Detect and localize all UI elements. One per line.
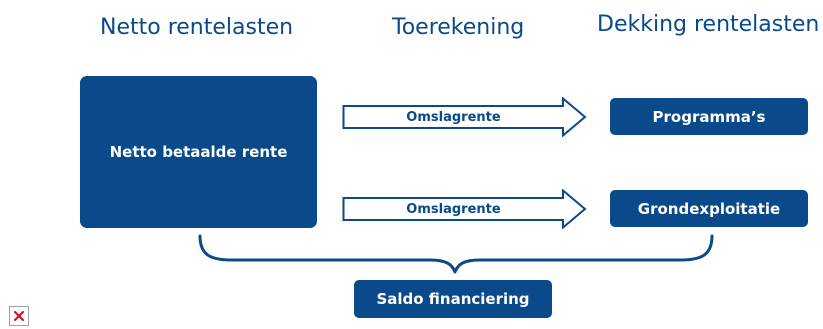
target-box-grondexploitatie: Grondexploitatie (610, 190, 808, 227)
arrow-omslagrente-grondexploitatie: Omslagrente (342, 189, 587, 229)
broken-image-cross (13, 310, 25, 322)
heading-dekking-rentelasten: Dekking rentelasten (597, 12, 820, 37)
broken-image-icon (9, 306, 29, 326)
result-box-label: Saldo financiering (376, 290, 530, 308)
heading-netto-rentelasten: Netto rentelasten (100, 15, 294, 40)
result-box-saldo-financiering: Saldo financiering (354, 280, 552, 318)
heading-toerekening: Toerekening (392, 15, 525, 40)
arrow-shape (342, 189, 587, 229)
target-box-label: Programma’s (652, 107, 766, 126)
target-box-label: Grondexploitatie (637, 199, 781, 218)
arrow-omslagrente-programmas: Omslagrente (342, 97, 587, 137)
target-box-programmas: Programma’s (610, 98, 808, 135)
arrow-shape (342, 97, 587, 137)
source-box-netto-betaalde-rente: Netto betaalde rente (80, 76, 317, 228)
curly-brace (198, 234, 714, 274)
arrow-label: Omslagrente (406, 109, 501, 125)
arrow-label: Omslagrente (406, 201, 501, 217)
source-box-label: Netto betaalde rente (109, 143, 288, 161)
